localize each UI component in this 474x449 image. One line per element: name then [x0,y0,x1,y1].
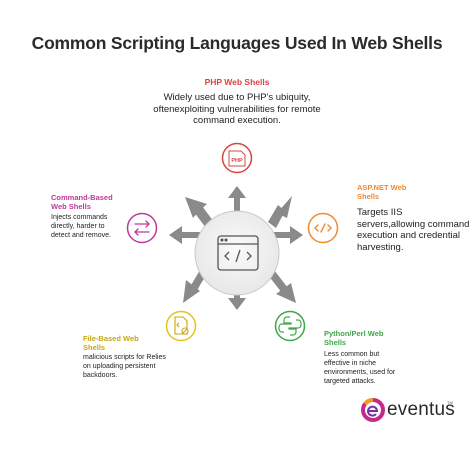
page-title: Common Scripting Languages Used In Web S… [31,33,443,53]
php-file-icon [228,150,246,167]
asp-node-circle [307,212,339,244]
command-label: Command-Based Web Shells [51,193,113,211]
trademark-mark: TM [447,400,453,405]
python-node-circle [274,310,306,342]
file-description: malicious scripts for Relies on uploadin… [83,354,166,379]
eventus-logo-text: eventus [387,399,455,420]
file-code-icon [174,316,189,335]
python-description: Less common but effective in niche envir… [324,351,396,385]
asp-code-icon [314,223,332,233]
eventus-logo-mark [361,398,385,422]
python-icon [278,316,302,336]
connector-arrows [169,186,303,310]
php-label: PHP Web Shells [204,77,270,87]
php-description: Widely used due to PHP's ubiquity, often… [153,92,321,126]
svg-text:PHP: PHP [231,158,243,164]
asp-label: ASP.NET Web Shells [357,183,407,201]
center-hub [194,210,280,296]
php-node-circle: PHP [221,142,253,174]
asp-description: Targets IIS servers,allowing command exe… [357,207,470,253]
command-arrows-icon [134,220,150,236]
code-window-icon [217,235,259,271]
file-label: File-Based Web Shells [83,334,139,352]
python-label: Python/Perl Web Shells [324,329,384,347]
command-description: Injects commands directly, harder to det… [51,214,111,239]
command-node-circle [126,212,158,244]
file-node-circle [165,310,197,342]
